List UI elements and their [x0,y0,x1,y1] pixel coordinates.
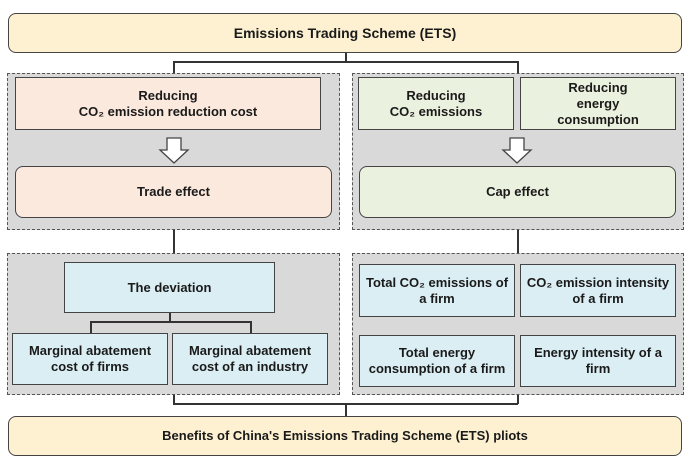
label: energy [576,95,620,111]
connector [517,395,519,404]
connector [345,53,347,62]
connector [173,395,175,404]
label: CO₂ emission reduction cost [78,103,258,119]
connector [173,230,175,253]
connector [90,321,92,333]
down-arrow-icon [501,137,533,164]
mac-firms-box: Marginal abatement cost of firms [12,333,168,385]
label: The deviation [127,279,212,295]
reducing-cost-box: Reducing CO₂ emission reduction cost [15,77,321,130]
reducing-energy-box: Reducing energy consumption [520,77,676,130]
total-energy-box: Total energy consumption of a firm [359,335,515,387]
reducing-emissions-box: Reducing CO₂ emissions [358,77,514,130]
label: Reducing [406,87,466,103]
mac-industry-box: Marginal abatement cost of an industry [172,333,328,385]
down-arrow-icon [158,137,190,164]
cap-effect-box: Cap effect [359,166,676,218]
trade-effect-box: Trade effect [15,166,332,218]
deviation-box: The deviation [64,262,275,313]
connector [517,61,519,73]
connector [345,403,347,416]
label: CO₂ emissions [389,103,483,119]
ets-title: Emissions Trading Scheme (ETS) [233,25,457,41]
label: Total CO₂ emissions of a firm [365,274,509,306]
total-co2-box: Total CO₂ emissions of a firm [359,264,515,317]
label: Total energy consumption of a firm [368,345,506,376]
ets-title-box: Emissions Trading Scheme (ETS) [8,13,682,53]
label: Reducing [568,79,628,95]
co2-intensity-box: CO₂ emission intensity of a firm [520,264,676,317]
energy-intensity-box: Energy intensity of a firm [520,335,676,387]
label: Marginal abatement cost of an industry [188,343,312,374]
label: Marginal abatement cost of firms [28,343,152,374]
connector [173,61,518,63]
label: Trade effect [137,184,210,199]
connector [250,321,252,333]
label: Cap effect [486,184,549,199]
label: Energy intensity of a firm [534,345,662,376]
connector [173,61,175,73]
label: CO₂ emission intensity of a firm [526,274,670,306]
label: Reducing [138,87,198,103]
benefits-box: Benefits of China's Emissions Trading Sc… [8,416,682,456]
connector [169,313,171,322]
connector [90,321,251,323]
label: consumption [557,111,639,127]
benefits-title: Benefits of China's Emissions Trading Sc… [162,428,528,443]
connector [517,230,519,253]
